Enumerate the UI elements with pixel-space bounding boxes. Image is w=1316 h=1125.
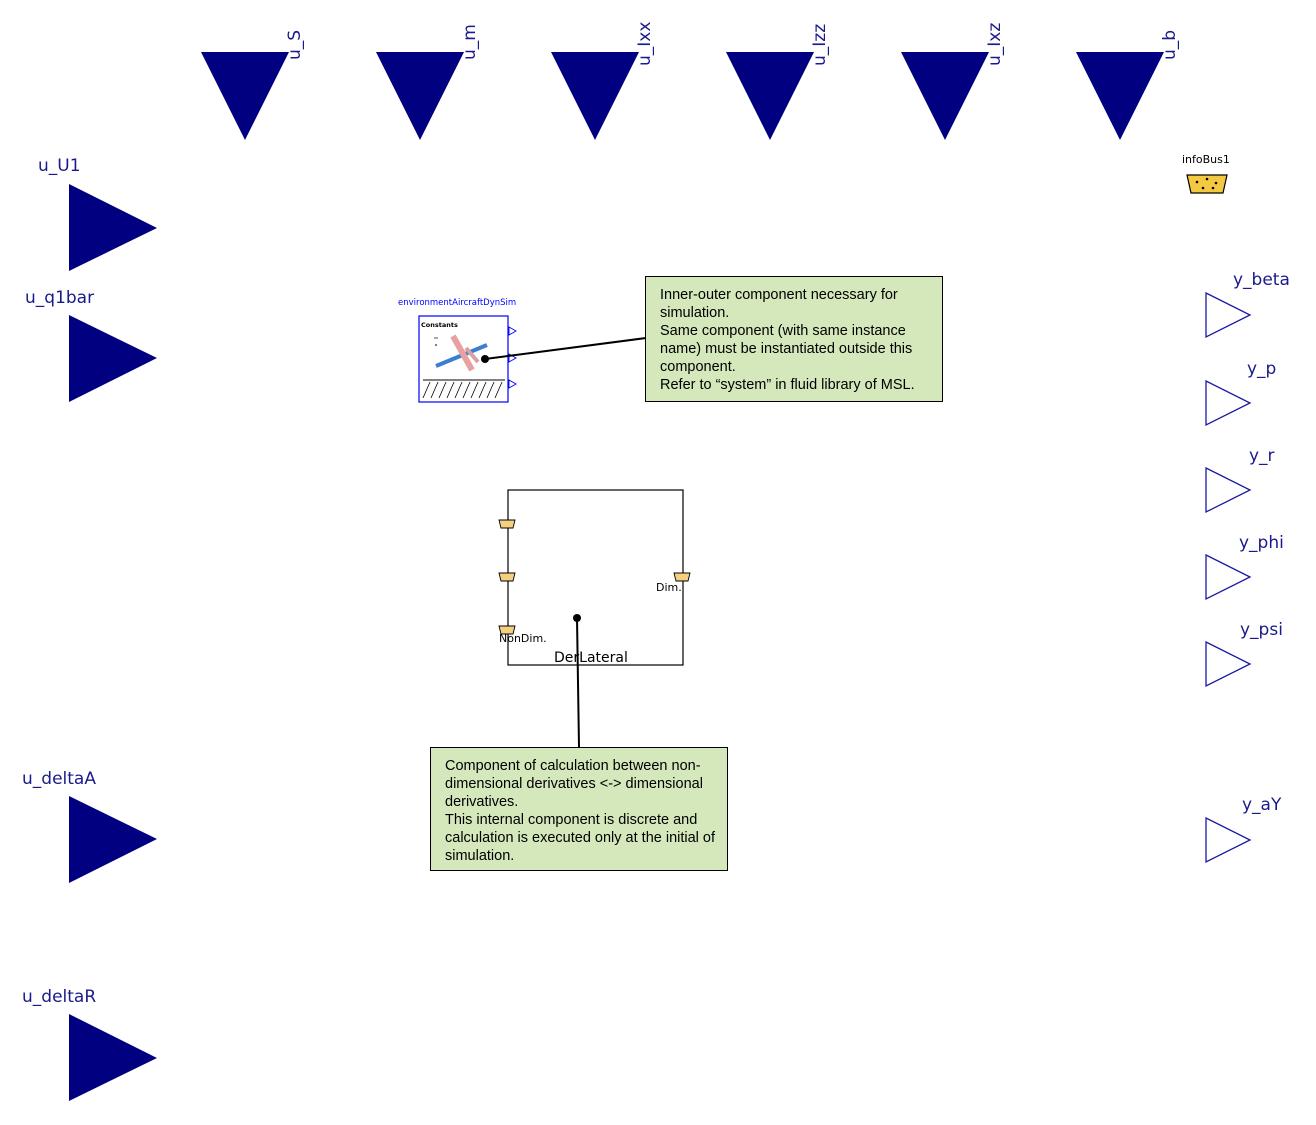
output-triangle-icon — [1205, 553, 1252, 601]
ground-hatch-icon — [422, 379, 505, 399]
left-input-u-U1[interactable]: u_U1 — [38, 156, 157, 271]
der-lateral-name: DerLateral — [554, 650, 628, 666]
input-triangle-icon — [376, 52, 464, 140]
info-bus[interactable]: infoBus1 — [1182, 153, 1230, 194]
right-output-label: y_psi — [1240, 620, 1283, 640]
right-output-y-p[interactable]: y_p — [1205, 359, 1276, 427]
input-triangle-icon — [69, 315, 157, 402]
top-input-u-Ixz[interactable]: u_Ixz — [901, 23, 1005, 140]
input-triangle-icon — [69, 1014, 157, 1101]
env-output-port-icon — [508, 326, 517, 336]
input-triangle-icon — [551, 52, 639, 140]
environment-constants-label: Constants — [421, 321, 458, 329]
top-input-label: u_b — [1160, 30, 1180, 60]
left-input-label: u_q1bar — [25, 288, 94, 308]
derivatives-note: Component of calculation between non-dim… — [430, 747, 728, 871]
top-input-label: u_Ixx — [635, 22, 655, 66]
left-input-label: u_deltaA — [22, 769, 96, 789]
input-triangle-icon — [201, 52, 289, 140]
left-input-u-deltaA[interactable]: u_deltaA — [22, 769, 157, 883]
top-input-label: u_Ixz — [985, 23, 1005, 66]
right-output-label: y_aY — [1242, 795, 1282, 815]
right-output-y-beta[interactable]: y_beta — [1205, 270, 1290, 339]
right-output-label: y_phi — [1239, 533, 1284, 553]
right-output-label: y_r — [1249, 446, 1275, 466]
right-output-y-psi[interactable]: y_psi — [1205, 620, 1283, 688]
bus-connector-icon — [1186, 174, 1228, 194]
left-input-u-deltaR[interactable]: u_deltaR — [22, 987, 157, 1101]
top-input-u-Izz[interactable]: u_Izz — [726, 24, 830, 140]
right-output-label: y_p — [1247, 359, 1276, 379]
environment-note: Inner-outer component necessary for simu… — [645, 276, 943, 402]
left-input-label: u_U1 — [38, 156, 81, 176]
der-lateral-block[interactable]: NonDim. Dim. DerLateral — [498, 489, 691, 666]
environment-instance-name: environmentAircraftDynSim — [398, 298, 516, 308]
der-lateral-frame — [507, 489, 684, 666]
output-triangle-icon — [1205, 640, 1252, 688]
note-anchor-dot — [573, 614, 581, 622]
input-triangle-icon — [726, 52, 814, 140]
output-triangle-icon — [1205, 466, 1252, 514]
top-input-label: u_Izz — [810, 24, 830, 66]
input-triangle-icon — [901, 52, 989, 140]
right-output-y-r[interactable]: y_r — [1205, 446, 1275, 514]
output-triangle-icon — [1205, 291, 1252, 339]
input-triangle-icon — [69, 184, 157, 271]
env-output-port-icon — [508, 379, 517, 389]
top-input-u-Ixx[interactable]: u_Ixx — [551, 22, 655, 140]
note-connector-line — [484, 337, 647, 360]
input-triangle-icon — [69, 796, 157, 883]
dim-port-label: Dim. — [656, 581, 682, 594]
top-input-label: u_m — [460, 24, 480, 60]
input-triangle-icon — [1076, 52, 1164, 140]
note-anchor-dot — [481, 355, 489, 363]
info-bus-label: infoBus1 — [1182, 153, 1230, 166]
right-output-y-aY[interactable]: y_aY — [1205, 795, 1282, 864]
right-output-label: y_beta — [1233, 270, 1290, 290]
top-input-u-b[interactable]: u_b — [1076, 30, 1180, 140]
top-input-u-m[interactable]: u_m — [376, 24, 480, 140]
bus-connector-icon — [498, 519, 691, 635]
note-connector-line — [576, 617, 580, 748]
top-input-u-S[interactable]: u_S — [201, 30, 305, 140]
output-triangle-icon — [1205, 379, 1252, 427]
environment-block[interactable]: environmentAircraftDynSim Constants — [398, 298, 517, 403]
top-input-label: u_S — [285, 30, 305, 60]
left-input-label: u_deltaR — [22, 987, 96, 1007]
nondim-port-label: NonDim. — [499, 632, 547, 645]
left-input-u-q1bar[interactable]: u_q1bar — [25, 288, 157, 402]
aircraft-icon — [434, 334, 488, 372]
output-triangle-icon — [1205, 816, 1252, 864]
right-output-y-phi[interactable]: y_phi — [1205, 533, 1284, 601]
